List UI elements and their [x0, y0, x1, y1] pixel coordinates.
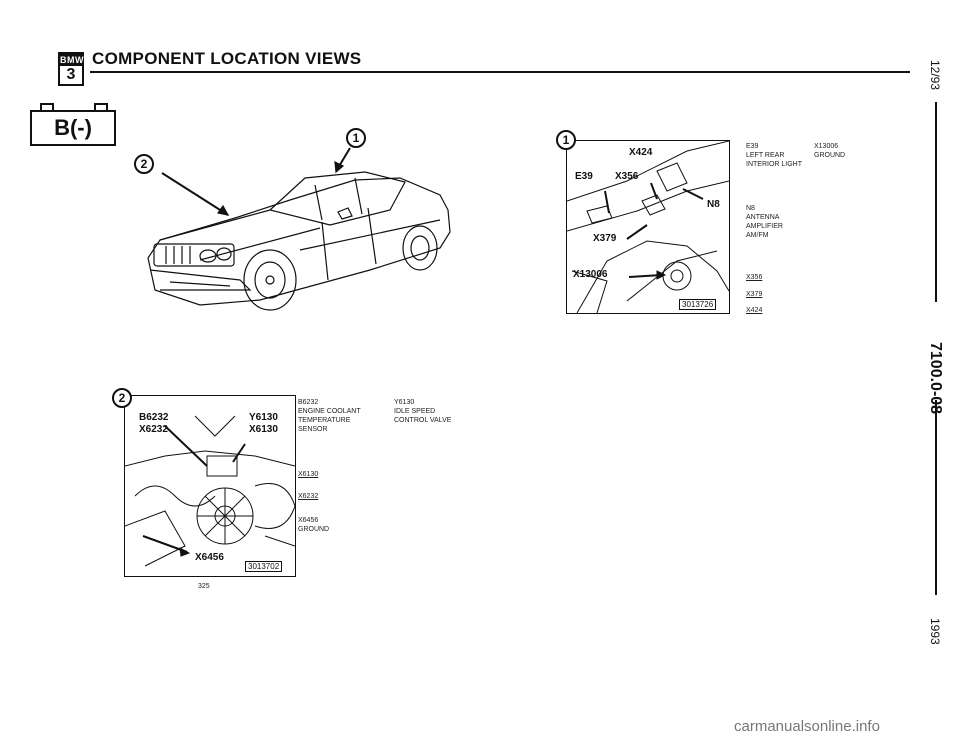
- legend-desc: AMPLIFIER: [746, 223, 783, 230]
- view1-detail-panel: X424 E39 X356 N8 X379 X13006 3013726: [566, 140, 730, 314]
- view2-figure-ref: 3013702: [245, 561, 283, 572]
- right-sidebar: 12/93 7100.0-08 1993: [922, 40, 948, 680]
- view2-legend-b6232: B6232 ENGINE COOLANT TEMPERATURE SENSOR: [298, 398, 361, 434]
- legend-desc: SENSOR: [298, 426, 328, 433]
- view1-label-e39: E39: [575, 171, 593, 182]
- legend-desc: CONTROL VALVE: [394, 417, 452, 424]
- view2-callout: 2: [112, 388, 132, 408]
- view1-legend-conn-x379: X379: [746, 291, 763, 298]
- legend-desc: TEMPERATURE: [298, 417, 351, 424]
- view2-label-x6130: X6130: [249, 424, 278, 435]
- view2-label-x6232: X6232: [139, 424, 168, 435]
- legend-desc: ENGINE COOLANT: [298, 408, 361, 415]
- logo-series-text: 3: [66, 66, 76, 83]
- view2-legend-conn-x6232: X6232: [298, 493, 319, 500]
- view1-label-n8: N8: [707, 199, 720, 210]
- view2-legend-y6130: Y6130 IDLE SPEED CONTROL VALVE: [394, 398, 451, 425]
- legend-code: E39: [746, 143, 759, 150]
- view2-drawing: [125, 415, 295, 567]
- legend-code: Y6130: [394, 399, 415, 406]
- legend-desc: LEFT REAR: [746, 152, 785, 159]
- view1-legend-conn-x424: X424: [746, 307, 763, 314]
- view1-label-x13006: X13006: [573, 269, 608, 280]
- car-callout-2: 2: [134, 154, 154, 174]
- view1-label-x379: X379: [593, 233, 617, 244]
- view1-legend-n8: N8 ANTENNA AMPLIFIER AM/FM: [746, 204, 783, 240]
- bmw-3-logo: BMW 3: [58, 52, 84, 86]
- view1-legend-conn-x356: X356: [746, 274, 763, 281]
- sidebar-line-bottom: [935, 400, 937, 595]
- battery-terminal-left: [40, 103, 54, 112]
- page-number: 325: [198, 583, 210, 590]
- battery-terminal-right: [94, 103, 108, 112]
- view1-figure-ref: 3013726: [679, 299, 717, 310]
- view1-drawing: [567, 141, 729, 313]
- view2-legend-x6456: X6456 GROUND: [298, 516, 329, 534]
- view1-callout: 1: [556, 130, 576, 150]
- battery-label: B(-): [54, 115, 92, 140]
- car-drawing: [147, 147, 451, 311]
- legend-code: N8: [746, 205, 755, 212]
- legend-code: B6232: [298, 399, 319, 406]
- sidebar-year: 1993: [928, 618, 942, 645]
- view1-legend-e39: E39 LEFT REAR INTERIOR LIGHT: [746, 142, 802, 169]
- legend-desc: INTERIOR LIGHT: [746, 161, 803, 168]
- view2-label-y6130: Y6130: [249, 412, 278, 423]
- watermark-footer: carmanualsonline.info: [734, 718, 880, 735]
- sidebar-doc-number: 7100.0-08: [927, 342, 944, 415]
- logo-bmw-text: BMW: [60, 54, 84, 66]
- sidebar-date: 12/93: [928, 60, 942, 91]
- legend-desc: GROUND: [814, 152, 846, 159]
- view2-detail-panel: B6232 X6232 Y6130 X6130 X6456 3013702: [124, 395, 296, 577]
- view2-legend-conn-x6130: X6130: [298, 471, 319, 478]
- legend-desc: IDLE SPEED: [394, 408, 436, 415]
- legend-code: X6456: [298, 517, 319, 524]
- view1-label-x424: X424: [629, 147, 653, 158]
- legend-desc: ANTENNA: [746, 214, 780, 221]
- view2-label-b6232: B6232: [139, 412, 169, 423]
- legend-desc: AM/FM: [746, 232, 769, 239]
- car-overview-illustration: 1 2: [134, 128, 460, 340]
- view1-label-x356: X356: [615, 171, 639, 182]
- sidebar-line-top: [935, 102, 937, 302]
- car-callout-1: 1: [346, 128, 366, 148]
- view1-legend-x13006: X13006 GROUND: [814, 142, 845, 160]
- header-rule: [90, 71, 910, 73]
- legend-code: X13006: [814, 143, 839, 150]
- legend-desc: GROUND: [298, 526, 330, 533]
- view2-label-x6456: X6456: [195, 552, 224, 563]
- battery-ground-symbol: B(-): [30, 103, 116, 146]
- page-title: COMPONENT LOCATION VIEWS: [92, 49, 362, 68]
